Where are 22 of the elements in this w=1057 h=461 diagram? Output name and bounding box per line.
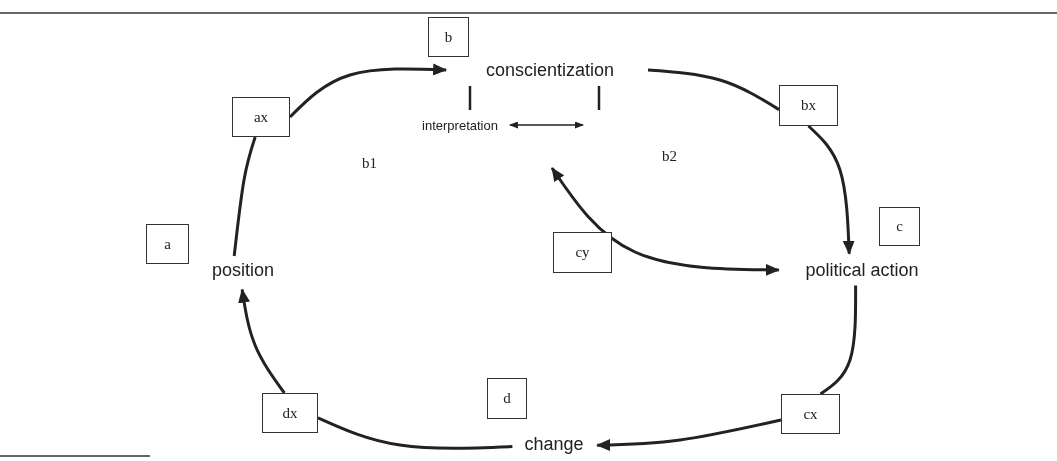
node-label: political action [782, 256, 942, 284]
arrow [596, 418, 782, 451]
region-label: b2 [662, 148, 677, 165]
letter-box: dx [262, 393, 318, 433]
node-label: conscientization [452, 57, 648, 83]
arrow [550, 167, 780, 276]
region-label: b1 [362, 155, 377, 172]
letter-box: c [879, 207, 920, 246]
node-label: position [199, 256, 287, 284]
arrow [508, 121, 584, 129]
letter-box: cy [553, 232, 612, 273]
node-label: interpretation [412, 115, 508, 135]
arrow [288, 63, 448, 119]
arrow [807, 124, 855, 255]
letter-box: a [146, 224, 189, 264]
letter-box: d [487, 378, 527, 419]
letter-box: ax [232, 97, 290, 137]
node-label: change [514, 431, 594, 457]
letter-box: b [428, 17, 469, 57]
letter-box: cx [781, 394, 840, 434]
arrow [238, 288, 286, 394]
letter-box: bx [779, 85, 838, 126]
